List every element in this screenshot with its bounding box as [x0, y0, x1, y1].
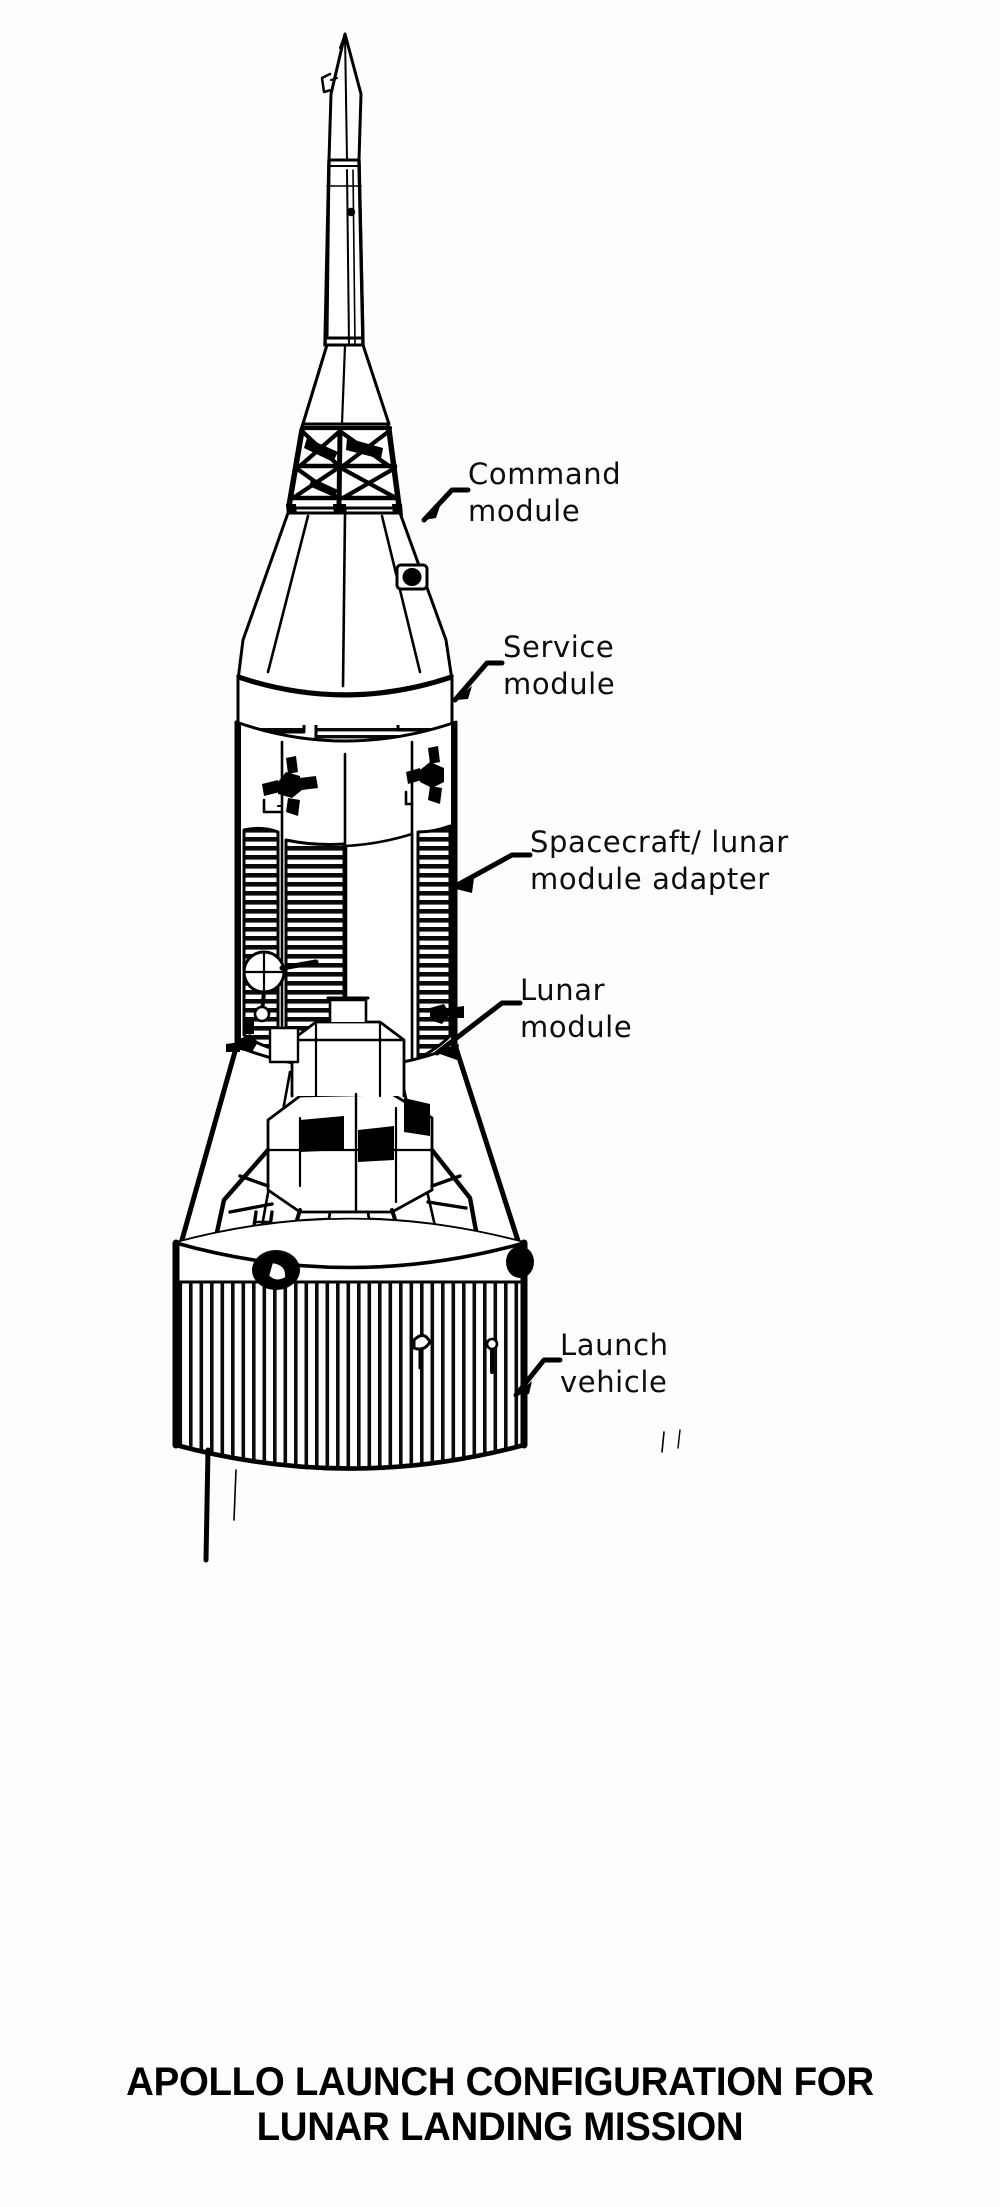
- callout-service-module: Service module: [503, 630, 616, 702]
- rcs-thruster-quad-right: [406, 746, 444, 804]
- command-module: [236, 511, 454, 696]
- callout-launch-vehicle: Launch vehicle: [560, 1328, 669, 1400]
- launch-escape-motor: [320, 32, 365, 347]
- launch-vehicle: [172, 1217, 534, 1471]
- callout-lunar-module: Lunar module: [520, 973, 633, 1045]
- launch-escape-tower: [286, 343, 403, 516]
- baseline-marks: [203, 1429, 681, 1563]
- service-module-radiator-right: [416, 824, 452, 1060]
- leader-launch-vehicle: [513, 1357, 563, 1398]
- callout-leaders: [421, 487, 563, 1398]
- leader-command-module: [421, 487, 471, 523]
- leader-service-module: [452, 660, 505, 703]
- figure-title: APOLLO LAUNCH CONFIGURATION FOR LUNAR LA…: [126, 2060, 874, 2149]
- callout-command-module: Command module: [468, 457, 622, 529]
- rcs-thruster-quad-left: [262, 756, 318, 816]
- leader-spacecraft-lunar-module-adapter: [449, 852, 533, 893]
- callout-spacecraft-lunar-module-adapter: Spacecraft/ lunar module adapter: [530, 825, 789, 897]
- leader-lunar-module: [434, 1000, 523, 1060]
